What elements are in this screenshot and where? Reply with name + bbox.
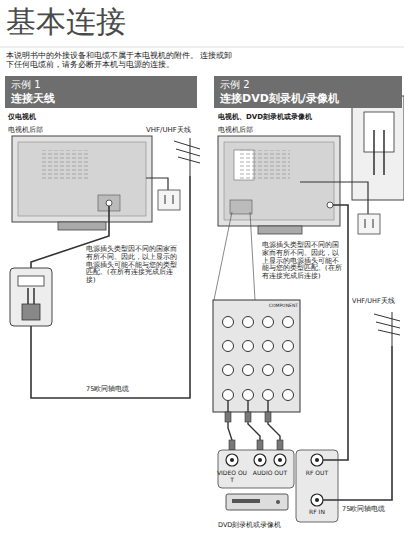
part-label: VHF/UHF天线	[352, 298, 402, 306]
antenna	[374, 312, 400, 346]
av-cables	[228, 401, 280, 450]
terminal-jack	[283, 390, 294, 401]
terminal-jack	[263, 390, 274, 401]
terminal-jack	[223, 317, 234, 328]
terminal-panel	[213, 300, 300, 412]
recorder-icon	[226, 494, 288, 510]
jack-label: RF OUT	[297, 469, 337, 476]
cable-label: 75欧同轴电缆	[342, 506, 386, 514]
terminal-jack	[223, 390, 234, 401]
part-label: 电视机后部	[218, 126, 298, 134]
jack-label: VIDEO OUT	[216, 469, 248, 483]
cable-plugs	[225, 412, 283, 450]
section-heading: 连接DVD刻录机/录像机	[220, 92, 396, 106]
part-label: VHF/UHF天线	[146, 126, 218, 134]
power-note: 电源插头类型因不同的国家而有所不同。因此，以上显示的电源插头可能不能与您的类型匹…	[86, 246, 180, 285]
plug-inset	[352, 96, 404, 200]
page-title: 基本连接	[6, 4, 126, 40]
cable-label: 75欧同轴电缆	[86, 386, 176, 394]
leader-lines	[214, 212, 255, 300]
jack-label: AUDIO OUT	[252, 469, 288, 476]
terminal-jack	[263, 341, 274, 352]
terminal-jack	[283, 341, 294, 352]
terminal-jack	[243, 365, 254, 376]
tv-back	[218, 136, 340, 234]
section-number: 示例 2	[220, 79, 396, 92]
terminal-label: COMPONENT	[258, 303, 298, 308]
section-heading: 连接天线	[11, 92, 191, 106]
terminal-jack	[243, 341, 254, 352]
power-note: 电源插头类型因不同的国家而有所不同。因此，以上显示的电源插头可能不能与您的类型匹…	[262, 242, 342, 281]
intro-note: 本说明书中的外接设备和电缆不属于本电视机的附件。 连接或卸下任何电缆前，请务必断…	[6, 51, 238, 69]
terminal-jack	[223, 341, 234, 352]
section-band: 示例 1连接天线	[5, 76, 197, 108]
tv-back	[12, 136, 152, 230]
jack-label: RF IN	[297, 508, 337, 515]
coax-cable	[31, 176, 190, 398]
terminal-jack	[263, 317, 274, 328]
terminal-jack	[243, 390, 254, 401]
terminal-jack	[263, 365, 274, 376]
terminal-jack	[223, 365, 234, 376]
sub-heading: 电视机、DVD刻录机或录像机	[218, 113, 400, 121]
section-band: 示例 2连接DVD刻录机/录像机	[214, 76, 402, 108]
wall-outlet	[300, 182, 380, 234]
part-label: 电视机后部	[8, 126, 88, 134]
terminal-jack	[283, 365, 294, 376]
terminal-jack	[283, 317, 294, 328]
antenna	[174, 138, 200, 176]
device-label: DVD刻录机或录像机	[218, 522, 318, 530]
sub-heading: 仅电视机	[8, 113, 118, 121]
section-number: 示例 1	[11, 79, 191, 92]
terminal-jack	[243, 317, 254, 328]
coax-inset	[10, 268, 52, 326]
recorder-jacks	[218, 450, 338, 522]
wall-outlet	[146, 178, 180, 210]
